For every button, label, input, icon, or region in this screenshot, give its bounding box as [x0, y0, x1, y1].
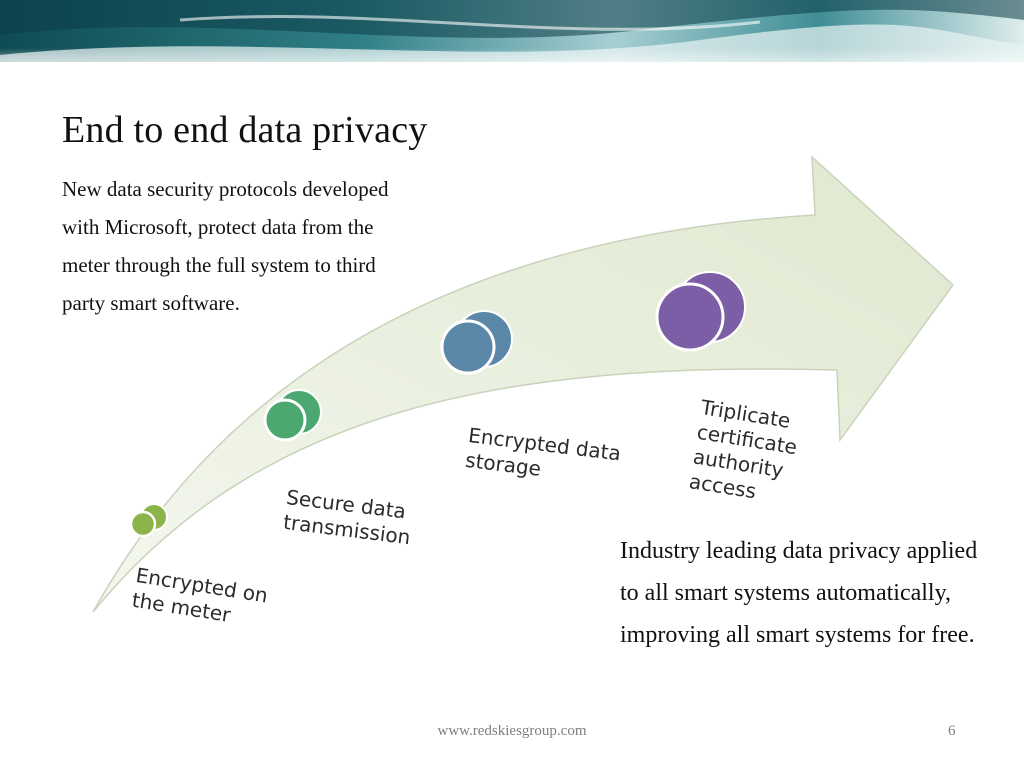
step-marker-1 [129, 503, 168, 538]
footer-url: www.redskiesgroup.com [437, 723, 587, 739]
process-arrow-diagram [92, 155, 955, 613]
step-marker-4 [655, 271, 746, 352]
slide-title: End to end data privacy [62, 109, 428, 151]
step-label-certificate-authority: Triplicate certificate authority access [687, 395, 799, 504]
intro-paragraph: New data security protocols developed wi… [62, 177, 389, 315]
summary-paragraph: Industry leading data privacy applied to… [620, 538, 978, 648]
curved-arrow [92, 155, 955, 613]
step-marker-2 [263, 389, 322, 442]
page-number: 6 [948, 723, 956, 739]
step-marker-3 [440, 310, 513, 375]
header-banner [0, 0, 1024, 80]
